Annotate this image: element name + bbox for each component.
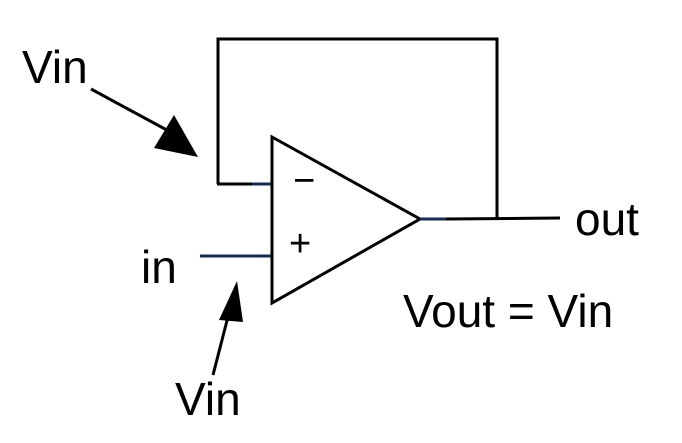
vin-top-label: Vin <box>22 41 88 93</box>
equation-label: Vout = Vin <box>403 285 614 337</box>
out-label: out <box>575 193 639 245</box>
output-wire <box>445 216 561 221</box>
arrow-bottom-head <box>219 281 243 322</box>
op-amp-triangle <box>270 134 424 306</box>
arrow-top-shaft <box>90 87 177 137</box>
feedback-wire <box>216 37 499 219</box>
minus-sign: − <box>293 160 316 202</box>
arrow-top-head <box>154 115 198 157</box>
vin-bottom-label: Vin <box>175 373 241 425</box>
plus-sign: + <box>289 223 312 265</box>
in-label: in <box>141 241 177 293</box>
